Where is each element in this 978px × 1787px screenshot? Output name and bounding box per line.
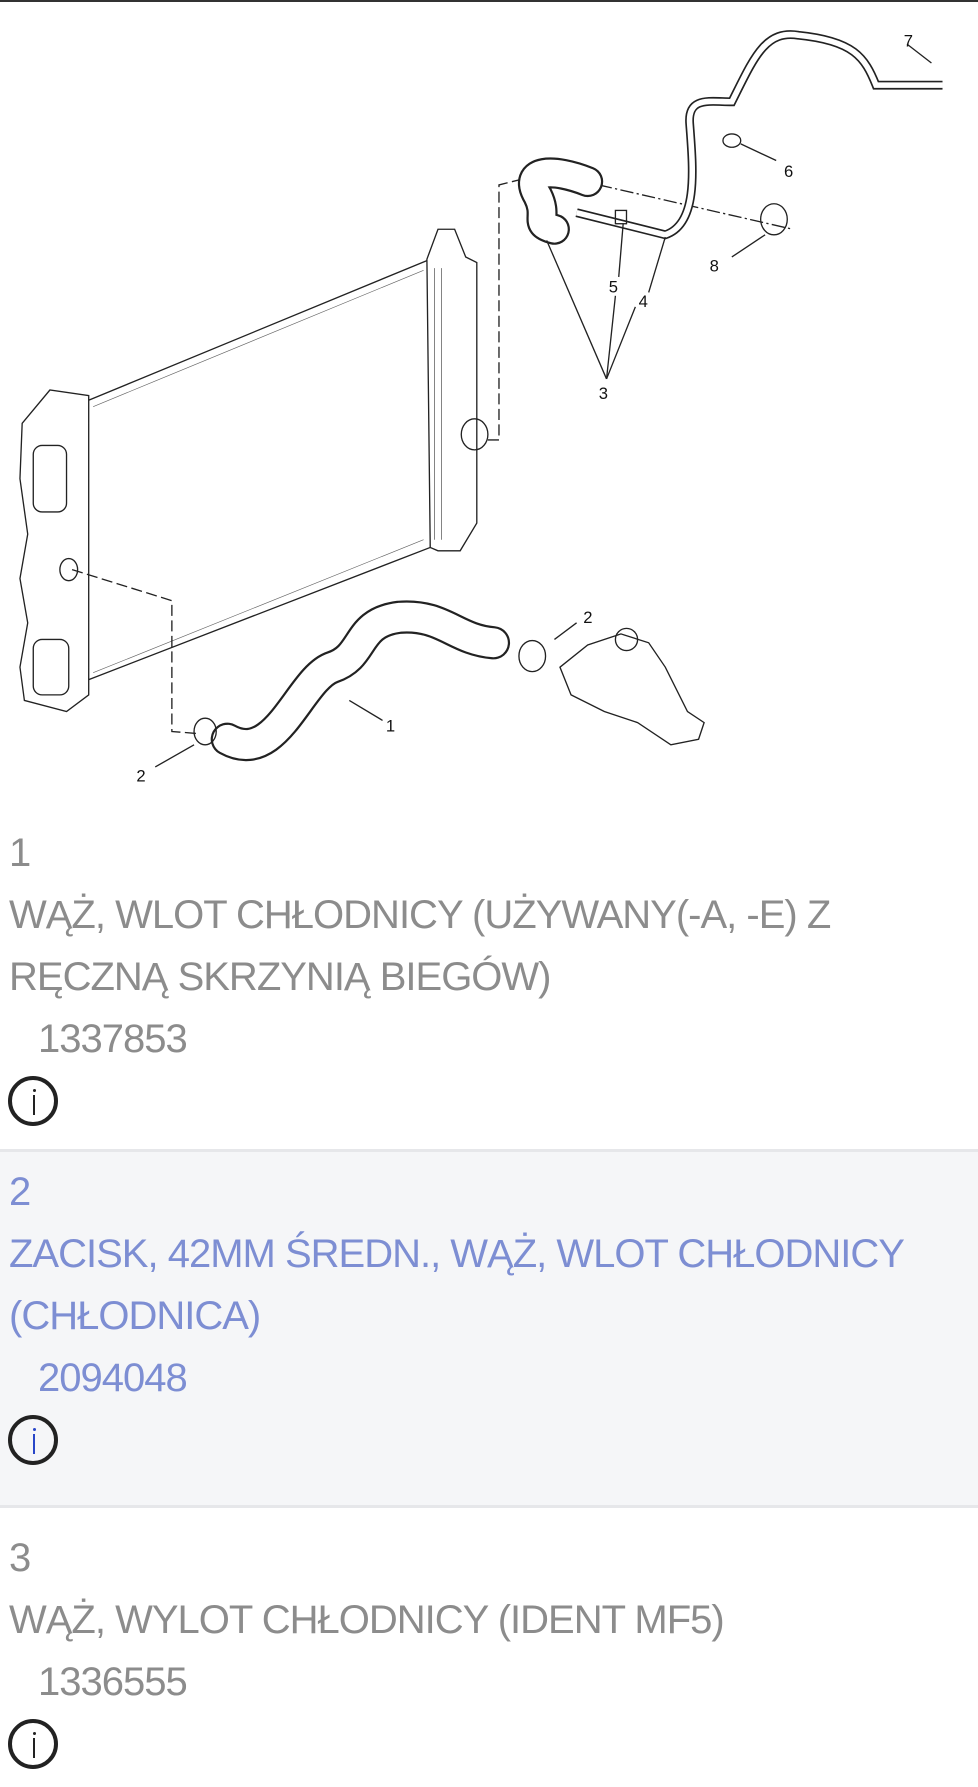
- callout-2b: 2: [136, 766, 145, 785]
- callout-2: 2: [583, 608, 592, 627]
- item-number: 1: [9, 831, 31, 875]
- callout-5: 5: [609, 277, 618, 296]
- info-icon[interactable]: [8, 1076, 58, 1126]
- item-title-cont: RĘCZNĄ SKRZYNIĄ BIEGÓW): [9, 955, 552, 999]
- radiator-left-tank: [19, 389, 90, 713]
- radiator-right-tank: [426, 228, 478, 552]
- divider: [0, 1149, 978, 1152]
- item-number: 3: [9, 1536, 31, 1580]
- part-number: 1337853: [38, 1017, 188, 1061]
- callout-4: 4: [639, 292, 648, 311]
- callout-7: 7: [904, 31, 913, 50]
- item-title: WĄŻ, WLOT CHŁODNICY (UŻYWANY(-A, -E) Z: [9, 893, 831, 937]
- info-icon[interactable]: [8, 1719, 58, 1769]
- top-border: [0, 0, 978, 2]
- part-number: 2094048: [38, 1356, 188, 1400]
- bleed-pipe: [575, 30, 943, 240]
- parts-diagram: 7 6 8 5 4 3 2 1 2: [19, 30, 943, 785]
- callout-6: 6: [784, 162, 793, 181]
- part-number: 1336555: [38, 1660, 188, 1704]
- item-title: ZACISK, 42MM ŚREDN., WĄŻ, WLOT CHŁODNICY: [9, 1232, 905, 1276]
- callout-1: 1: [386, 716, 395, 735]
- thermostat-housing: [559, 633, 705, 746]
- callout-3: 3: [599, 384, 608, 403]
- item-title-cont: (CHŁODNICA): [9, 1294, 261, 1338]
- callout-8: 8: [710, 256, 719, 275]
- part-list-item-selected[interactable]: 2 ZACISK, 42MM ŚREDN., WĄŻ, WLOT CHŁODNI…: [0, 1152, 978, 1505]
- divider: [0, 1505, 978, 1508]
- info-icon[interactable]: [8, 1415, 58, 1465]
- item-title: WĄŻ, WYLOT CHŁODNICY (IDENT MF5): [9, 1598, 725, 1642]
- part-list-item[interactable]: 3 WĄŻ, WYLOT CHŁODNICY (IDENT MF5) 13365…: [0, 1527, 978, 1787]
- item-number: 2: [9, 1170, 31, 1214]
- part-list-item[interactable]: 1 WĄŻ, WLOT CHŁODNICY (UŻYWANY(-A, -E) Z…: [0, 822, 978, 1150]
